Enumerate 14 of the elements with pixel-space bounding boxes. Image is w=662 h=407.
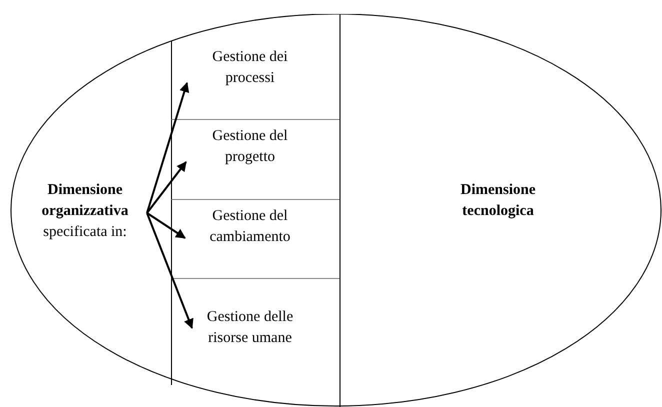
cell-text: Gestione del progetto xyxy=(211,127,289,167)
body-text: specificata in: xyxy=(42,223,128,242)
ellipse-outline xyxy=(10,14,662,407)
cell-text: Gestione delle risorse umane xyxy=(206,308,294,348)
table-cell xyxy=(171,41,340,120)
arrow xyxy=(146,212,186,239)
arrow xyxy=(146,212,194,329)
table-cell xyxy=(171,120,340,200)
cell-text: Gestione dei processi xyxy=(211,48,289,88)
arrow xyxy=(146,82,190,214)
table-cell xyxy=(171,200,340,279)
cell-text: Gestione del cambiamento xyxy=(208,207,292,247)
heading-text: Dimensione tecnologica xyxy=(460,181,536,221)
arrow xyxy=(146,161,187,214)
